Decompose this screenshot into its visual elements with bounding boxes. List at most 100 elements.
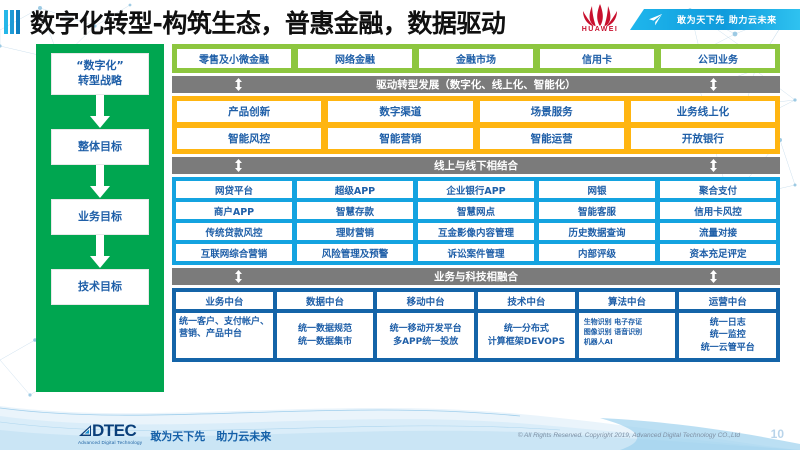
app-litigation-case-management[interactable]: 诉讼案件管理: [418, 244, 534, 261]
app-credit-card-risk-control[interactable]: 信用卡风控: [660, 202, 776, 219]
platform-head-data[interactable]: 数据中台: [276, 292, 374, 309]
huawei-wordmark: HUAWEI: [581, 26, 619, 33]
platform-column-technology: 技术中台 统一分布式计算框架DEVOPS: [478, 292, 575, 358]
connector-bar-business-tech-fusion: 业务与科技相融合: [172, 268, 780, 285]
app-smart-deposit[interactable]: 智慧存款: [297, 202, 413, 219]
app-online-banking[interactable]: 网银: [539, 181, 655, 198]
platform-head-technology[interactable]: 技术中台: [478, 292, 575, 309]
blue-row-1: 网贷平台 超级APP 企业银行APP 网银 聚合支付: [176, 181, 776, 198]
dtec-slogan: 敢为天下先 助力云未来: [150, 430, 272, 443]
platform-desc-business: 统一客户、支付帐户、营销、产品中台: [176, 313, 273, 358]
page-title: 数字化转型-构筑生态，普惠金融，数据驱动: [30, 9, 506, 38]
up-down-arrow-icon-right-2: [710, 159, 717, 172]
platform-column-algorithm: 算法中台 生物识别 电子存证图像识别 语音识别机器人AI: [578, 292, 676, 358]
app-enterprise-banking-app[interactable]: 企业银行APP: [418, 181, 534, 198]
layer-stack: 零售及小微金融 网络金融 金融市场 信用卡 公司业务 驱动转型发展（数字化、线上…: [172, 44, 780, 362]
business-line-credit-card[interactable]: 信用卡: [540, 49, 654, 68]
up-down-arrow-icon-left-2: [235, 159, 242, 172]
app-risk-management-warning[interactable]: 风险管理及预警: [297, 244, 413, 261]
app-intelligent-customer-service[interactable]: 智能客服: [539, 202, 655, 219]
title-bar: 数字化转型-构筑生态，普惠金融，数据驱动 HUAWEI 敢为天下先 助力云未来: [0, 0, 800, 40]
dtec-logo: DTEC Advanced Digital Technology 敢为天下先 助…: [78, 422, 271, 445]
business-line-internet-finance[interactable]: 网络金融: [298, 49, 412, 68]
applications-band: 网贷平台 超级APP 企业银行APP 网银 聚合支付 商户APP 智慧存款 智慧…: [172, 177, 780, 265]
strategy-column: “数字化” 转型战略 整体目标 业务目标 技术目标: [36, 44, 164, 392]
driver-digital-channel[interactable]: 数字渠道: [328, 101, 473, 122]
app-internal-rating[interactable]: 内部评级: [539, 244, 655, 261]
strategy-label-line2: 转型战略: [78, 74, 122, 87]
strategy-item-digital-transformation[interactable]: “数字化” 转型战略: [51, 53, 149, 95]
driver-intelligent-marketing[interactable]: 智能营销: [328, 128, 473, 149]
connector-label-3: 业务与科技相融合: [434, 271, 518, 283]
copyright-text: © All Rights Reserved. Copyright 2019, A…: [517, 432, 740, 439]
business-lines-band: 零售及小微金融 网络金融 金融市场 信用卡 公司业务: [172, 44, 780, 73]
platform-column-mobile: 移动中台 统一移动开发平台多APP统一投放: [377, 292, 475, 358]
app-traditional-loan-risk-control[interactable]: 传统贷款风控: [176, 223, 292, 240]
app-fintech-image-content-management[interactable]: 互金影像内容管理: [418, 223, 534, 240]
app-smart-branch[interactable]: 智慧网点: [418, 202, 534, 219]
huawei-flower-icon: [583, 4, 617, 27]
title-accent-bars-icon: [4, 10, 26, 34]
driver-scenario-service[interactable]: 场景服务: [479, 101, 624, 122]
strategy-item-business-goal[interactable]: 业务目标: [51, 199, 149, 235]
platform-desc-data: 统一数据规范统一数据集市: [276, 313, 374, 358]
down-arrow-icon-2: [90, 165, 110, 198]
platform-desc-operation: 统一日志统一监控统一云管平台: [679, 313, 777, 358]
platform-column-data: 数据中台 统一数据规范统一数据集市: [276, 292, 374, 358]
blue-row-2: 商户APP 智慧存款 智慧网点 智能客服 信用卡风控: [176, 202, 776, 219]
up-down-arrow-icon-right-1: [710, 78, 717, 91]
platform-head-mobile[interactable]: 移动中台: [377, 292, 475, 309]
app-wealth-marketing[interactable]: 理财营销: [297, 223, 413, 240]
driver-product-innovation[interactable]: 产品创新: [177, 101, 322, 122]
strategy-item-overall-goal[interactable]: 整体目标: [51, 129, 149, 165]
orange-row-1: 产品创新 数字渠道 场景服务 业务线上化: [177, 101, 775, 122]
connector-label-1: 驱动转型发展（数字化、线上化、智能化）: [376, 79, 576, 91]
app-aggregate-payment[interactable]: 聚合支付: [660, 181, 776, 198]
driver-intelligent-risk-control[interactable]: 智能风控: [177, 128, 322, 149]
middle-platforms-band: 业务中台 统一客户、支付帐户、营销、产品中台 数据中台 统一数据规范统一数据集市…: [172, 288, 780, 362]
down-arrow-icon-1: [90, 95, 110, 128]
huawei-slogan-banner: 敢为天下先 助力云未来: [630, 9, 800, 30]
platform-head-operation[interactable]: 运营中台: [679, 292, 777, 309]
app-internet-integrated-marketing[interactable]: 互联网综合营销: [176, 244, 292, 261]
business-line-retail-micro[interactable]: 零售及小微金融: [177, 49, 291, 68]
app-online-lending-platform[interactable]: 网贷平台: [176, 181, 292, 198]
dtec-wordmark: DTEC: [92, 421, 137, 440]
business-line-financial-market[interactable]: 金融市场: [419, 49, 533, 68]
app-traffic-docking[interactable]: 流量对接: [660, 223, 776, 240]
transformation-drivers-band: 产品创新 数字渠道 场景服务 业务线上化 智能风控 智能营销 智能运营 开放银行: [172, 96, 780, 154]
platform-column-operation: 运营中台 统一日志统一监控统一云管平台: [679, 292, 777, 358]
up-down-arrow-icon-left-1: [235, 78, 242, 91]
platform-desc-algorithm: 生物识别 电子存证图像识别 语音识别机器人AI: [578, 313, 676, 358]
paper-plane-icon: [649, 14, 662, 26]
strategy-item-technology-goal[interactable]: 技术目标: [51, 269, 149, 305]
connector-bar-drive-transformation: 驱动转型发展（数字化、线上化、智能化）: [172, 76, 780, 93]
app-capital-adequacy-assessment[interactable]: 资本充足评定: [660, 244, 776, 261]
footer: DTEC Advanced Digital Technology 敢为天下先 助…: [0, 400, 800, 450]
platform-head-algorithm[interactable]: 算法中台: [578, 292, 676, 309]
down-arrow-icon-3: [90, 235, 110, 268]
up-down-arrow-icon-left-3: [235, 270, 242, 283]
platform-desc-mobile: 统一移动开发平台多APP统一投放: [377, 313, 475, 358]
app-historical-data-query[interactable]: 历史数据查询: [539, 223, 655, 240]
business-line-corporate[interactable]: 公司业务: [661, 49, 775, 68]
platform-desc-technology: 统一分布式计算框架DEVOPS: [478, 313, 575, 358]
diagram-body: “数字化” 转型战略 整体目标 业务目标 技术目标 零售及小微金融 网络金融 金…: [0, 40, 800, 408]
driver-business-onlineization[interactable]: 业务线上化: [630, 101, 775, 122]
dtec-triangle-icon: [79, 424, 91, 436]
blue-row-4: 互联网综合营销 风险管理及预警 诉讼案件管理 内部评级 资本充足评定: [176, 244, 776, 261]
orange-row-2: 智能风控 智能营销 智能运营 开放银行: [177, 128, 775, 149]
platform-head-business[interactable]: 业务中台: [176, 292, 273, 309]
huawei-logo: HUAWEI: [572, 2, 628, 38]
app-merchant-app[interactable]: 商户APP: [176, 202, 292, 219]
strategy-label-line1: “数字化”: [76, 59, 124, 73]
page-number: 10: [770, 427, 784, 441]
connector-label-2: 线上与线下相结合: [434, 160, 518, 172]
driver-intelligent-operation[interactable]: 智能运营: [479, 128, 624, 149]
footer-wave-decoration: [0, 406, 800, 450]
connector-bar-online-offline: 线上与线下相结合: [172, 157, 780, 174]
huawei-banner-text: 敢为天下先 助力云未来: [677, 16, 777, 26]
app-super-app[interactable]: 超级APP: [297, 181, 413, 198]
driver-open-banking[interactable]: 开放银行: [630, 128, 775, 149]
